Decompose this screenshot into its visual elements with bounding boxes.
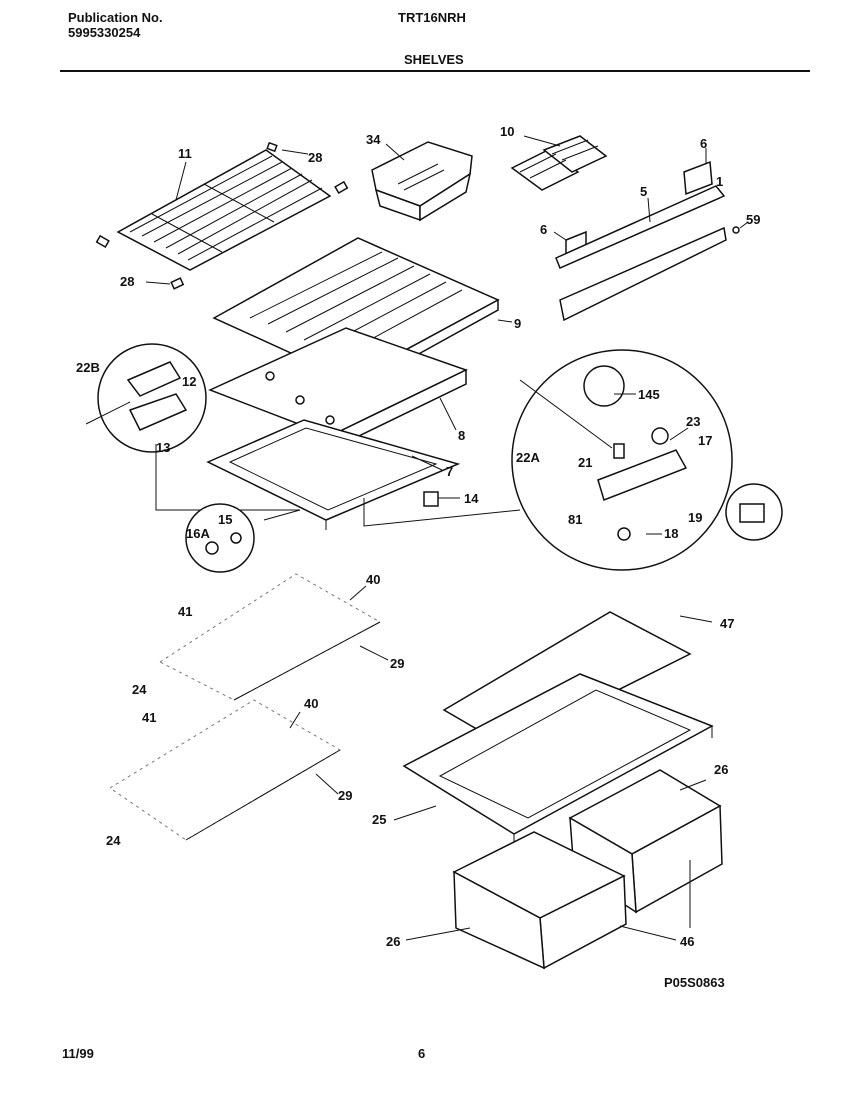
ice-trays-drawing <box>510 135 608 191</box>
inset-connector-right <box>363 498 521 527</box>
callout-46: 46 <box>680 934 694 949</box>
callout-8: 8 <box>458 428 465 443</box>
ice-bucket-drawing <box>371 141 473 222</box>
callout-14: 14 <box>464 491 479 506</box>
callout-13: 13 <box>156 440 170 455</box>
callout-26-right: 26 <box>714 762 728 777</box>
callout-40-bottom: 40 <box>304 696 318 711</box>
callout-40-top: 40 <box>366 572 380 587</box>
callout-5: 5 <box>640 184 647 199</box>
control-housing-inset <box>511 349 733 571</box>
callout-59: 59 <box>746 212 760 227</box>
switch-drawing <box>423 491 439 507</box>
callout-7: 7 <box>446 464 453 479</box>
callout-16a: 16A <box>186 526 210 541</box>
callout-22a: 22A <box>516 450 540 465</box>
lamp-inset <box>185 503 255 573</box>
callout-24-bottom: 24 <box>106 833 121 848</box>
callout-41-bottom: 41 <box>142 710 156 725</box>
revision-date: 11/99 <box>62 1046 94 1061</box>
publication-label: Publication No. <box>68 10 163 25</box>
crisper-cover-drawing <box>402 611 714 846</box>
callout-19: 19 <box>688 510 702 525</box>
header-rule <box>60 70 810 72</box>
callout-10: 10 <box>500 124 514 139</box>
publication-number: 5995330254 <box>68 25 141 40</box>
lower-glass-shelf-drawing <box>109 699 341 841</box>
callout-21: 21 <box>578 455 592 470</box>
switch-inset <box>725 483 783 541</box>
upper-glass-shelf-drawing <box>159 573 382 701</box>
light-assembly-inset <box>85 343 207 453</box>
callout-15: 15 <box>218 512 232 527</box>
callout-24-top: 24 <box>132 682 147 697</box>
callout-28-bottom: 28 <box>120 274 134 289</box>
callout-81: 81 <box>568 512 582 527</box>
diagram-code: P05S0863 <box>664 975 725 990</box>
section-title: SHELVES <box>404 52 464 67</box>
callout-1: 1 <box>716 174 723 189</box>
crisper-pan-left-drawing <box>452 831 627 970</box>
callout-145: 145 <box>638 387 660 402</box>
callout-12: 12 <box>182 374 196 389</box>
callout-26-left: 26 <box>386 934 400 949</box>
callout-47: 47 <box>720 616 734 631</box>
callout-25: 25 <box>372 812 386 827</box>
drip-tray-drawing <box>206 419 461 530</box>
control-frame-drawing <box>208 327 468 452</box>
callout-6-top: 6 <box>700 136 707 151</box>
callout-17: 17 <box>698 433 712 448</box>
page-number: 6 <box>418 1046 426 1061</box>
callout-22b: 22B <box>76 360 100 375</box>
callout-29-top: 29 <box>390 656 404 671</box>
callout-34: 34 <box>366 132 381 147</box>
wire-shelf-drawing <box>95 141 349 290</box>
callout-41-top: 41 <box>178 604 192 619</box>
trim-rail-drawing <box>555 160 740 322</box>
callout-23: 23 <box>686 414 700 429</box>
callout-6-bottom: 6 <box>540 222 547 237</box>
leader-lines <box>145 135 749 941</box>
callout-28-top: 28 <box>308 150 322 165</box>
model-number: TRT16NRH <box>398 10 466 25</box>
callout-18: 18 <box>664 526 678 541</box>
callout-29-bottom: 29 <box>338 788 352 803</box>
callout-9: 9 <box>514 316 521 331</box>
callout-11: 11 <box>178 146 192 161</box>
